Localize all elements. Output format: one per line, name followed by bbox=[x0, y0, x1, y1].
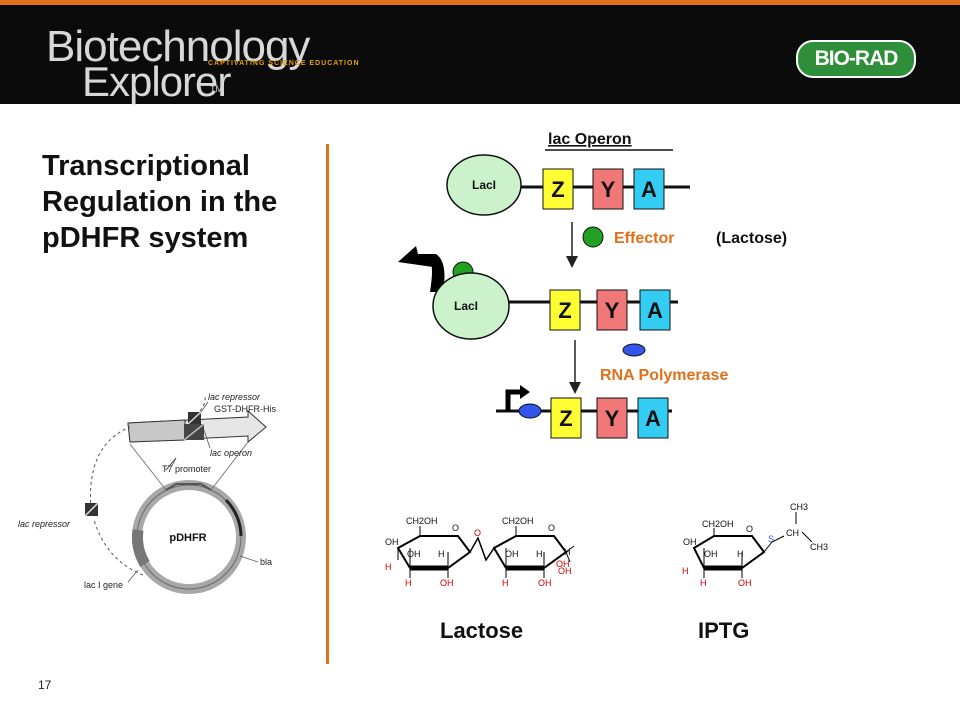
operon-heading: lac Operon bbox=[548, 131, 632, 148]
lactose-oh-d: OH bbox=[505, 549, 519, 559]
gene-z-2 bbox=[549, 289, 581, 331]
rna-polymerase-label: RNA Polymerase bbox=[600, 367, 728, 384]
lactose-oh-a: OH bbox=[385, 537, 399, 547]
lactose-h-e: H bbox=[502, 578, 509, 588]
gene-z-label-2: Z bbox=[558, 298, 571, 323]
plasmid-name: pDHFR bbox=[169, 532, 206, 544]
laci-repressor-2 bbox=[432, 272, 510, 340]
cassette-start bbox=[127, 419, 186, 443]
iptg-o-ring: O bbox=[746, 524, 753, 534]
transcription-start-arrow-line bbox=[505, 389, 522, 411]
header-accent-line bbox=[0, 0, 960, 5]
lactose-oh-e: OH bbox=[538, 578, 552, 588]
gene-y-1 bbox=[592, 168, 624, 210]
laci-label-1: LacI bbox=[472, 178, 496, 192]
effector-paren-label: (Lactose) bbox=[716, 230, 787, 247]
iptg-oh-a: OH bbox=[683, 537, 697, 547]
iptg-name: IPTG bbox=[698, 618, 749, 643]
label-t7-promoter: T7 promoter bbox=[162, 464, 211, 474]
iptg-h-c: H bbox=[700, 578, 707, 588]
gene-z-3 bbox=[550, 397, 582, 439]
label-bla: bla bbox=[260, 557, 272, 567]
logo-trademark: TM bbox=[210, 84, 223, 94]
gene-y-3 bbox=[596, 397, 628, 439]
gene-z-label-1: Z bbox=[551, 177, 564, 202]
page-number: 17 bbox=[38, 678, 52, 692]
lactose-h-c: H bbox=[405, 578, 412, 588]
lactose-oh-c: OH bbox=[440, 578, 454, 588]
lactose-oh-g: OH bbox=[558, 566, 572, 576]
lactose-h-a: H bbox=[438, 549, 445, 559]
gene-y-2 bbox=[596, 289, 628, 331]
gene-a-label-3: A bbox=[645, 406, 661, 431]
label-laci-gene: lac I gene bbox=[84, 580, 123, 590]
rna-polymerase-free bbox=[622, 343, 646, 357]
logo-biotechnology: Biotechnology bbox=[46, 22, 310, 71]
lactose-name: Lactose bbox=[440, 618, 523, 643]
lactose-ch2oh-2: CH2OH bbox=[502, 516, 534, 526]
release-arrow-icon bbox=[398, 246, 445, 292]
lactose-oh-f: OH bbox=[556, 559, 570, 569]
logo-explorer: Explorer bbox=[82, 58, 231, 105]
lactose-h-d: H bbox=[536, 549, 543, 559]
iptg-h-b: H bbox=[682, 566, 689, 576]
gene-a-3 bbox=[637, 397, 669, 439]
rna-polymerase-bound bbox=[518, 403, 542, 419]
iptg-structure: CH3 CH2OH O S CH CH3 OH OH H H H OH bbox=[682, 502, 828, 588]
orange-divider bbox=[326, 144, 329, 664]
iptg-h-a: H bbox=[737, 549, 744, 559]
laci-gene-segment bbox=[132, 529, 150, 567]
logo-tagline: CAPTIVATING SCIENCE EDUCATION bbox=[208, 60, 360, 67]
label-lac-operon: lac operon bbox=[210, 448, 252, 458]
iptg-s: S bbox=[768, 534, 774, 544]
iptg-oh-c: OH bbox=[738, 578, 752, 588]
insert-junction bbox=[165, 483, 212, 491]
gene-z-label-3: Z bbox=[559, 406, 572, 431]
lactose-o-ring2: O bbox=[548, 523, 555, 533]
iptg-oh-b: OH bbox=[704, 549, 718, 559]
lactose-h-b: H bbox=[385, 562, 392, 572]
lactose-ch2oh-1: CH2OH bbox=[406, 516, 438, 526]
gene-y-label-1: Y bbox=[601, 177, 616, 202]
lactose-oh-b: OH bbox=[407, 549, 421, 559]
gene-y-label-3: Y bbox=[605, 406, 620, 431]
gene-a-1 bbox=[633, 168, 665, 210]
label-gst-dhfr-his: GST-DHFR-His bbox=[214, 404, 276, 414]
lactose-o-ring1: O bbox=[452, 523, 459, 533]
lactose-h-f: H bbox=[564, 547, 571, 557]
plasmid-map: pDHFR lac repressor GST-DHFR-His lac ope… bbox=[18, 392, 276, 594]
gene-a-label-2: A bbox=[647, 298, 663, 323]
gene-a-label-1: A bbox=[641, 177, 657, 202]
laci-repressor-1 bbox=[446, 154, 522, 216]
iptg-ch2oh: CH2OH bbox=[702, 519, 734, 529]
lactose-o-link: O bbox=[474, 528, 481, 538]
iptg-ch3-top: CH3 bbox=[790, 502, 808, 512]
effector-molecule bbox=[582, 226, 604, 248]
dashed-path-left bbox=[89, 426, 131, 510]
effector-label: Effector bbox=[614, 230, 674, 247]
gene-z-1 bbox=[542, 168, 574, 210]
gene-a-2 bbox=[639, 289, 671, 331]
gene-y-label-2: Y bbox=[605, 298, 620, 323]
laci-label-2: LacI bbox=[454, 299, 478, 313]
slide-title: Transcriptional Regulation in the pDHFR … bbox=[42, 150, 278, 254]
label-lac-repressor-top: lac repressor bbox=[208, 392, 261, 402]
bla-marker bbox=[224, 498, 243, 537]
iptg-ch3-right: CH3 bbox=[810, 542, 828, 552]
label-lac-repressor-left: lac repressor bbox=[18, 519, 71, 529]
bio-rad-logo: BIO-RAD bbox=[796, 40, 916, 78]
header-band: Biotechnology CAPTIVATING SCIENCE EDUCAT… bbox=[0, 0, 960, 105]
iptg-ch: CH bbox=[786, 528, 799, 538]
transcription-start-arrow-icon bbox=[520, 385, 530, 399]
lactose-structure: CH2OH O O CH2OH O OH OH H H H OH OH H H … bbox=[385, 516, 575, 588]
